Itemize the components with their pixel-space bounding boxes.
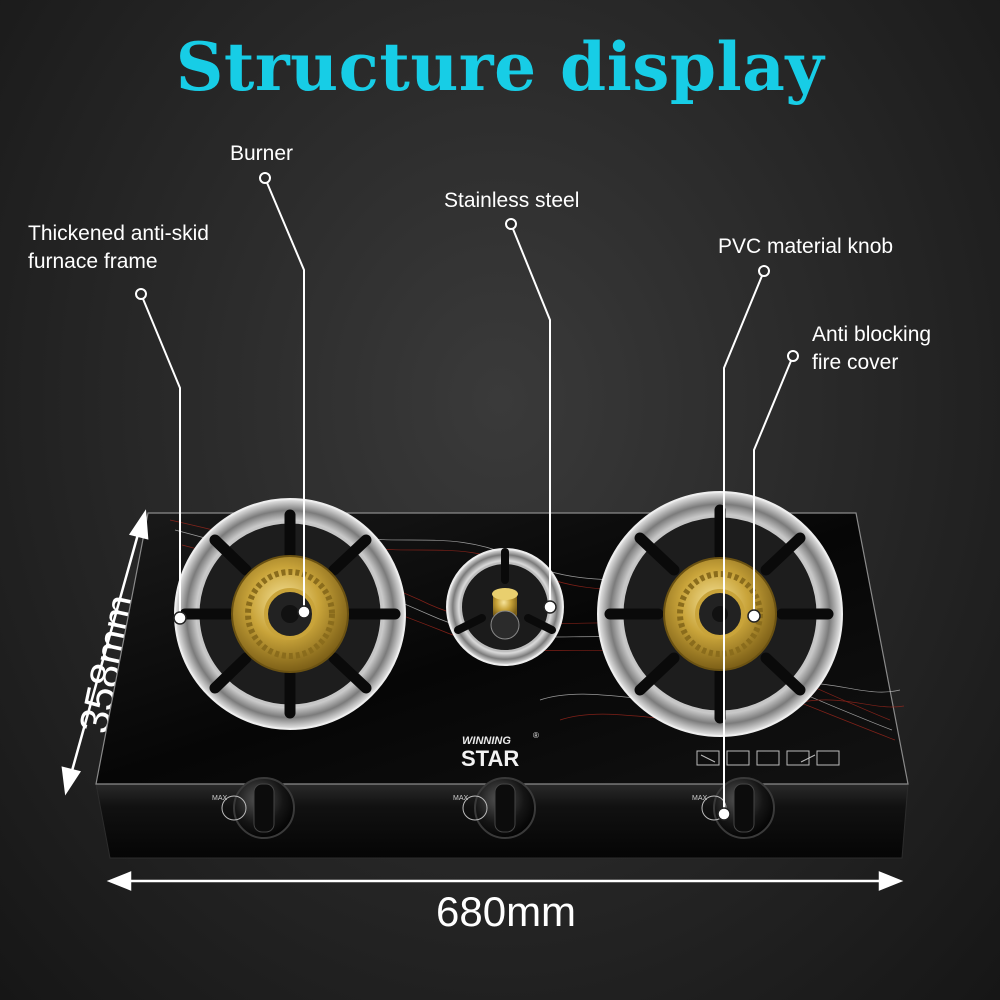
brand-logo-top: WINNING — [462, 735, 511, 747]
callout-cover-label: Anti blocking fire cover — [812, 321, 931, 377]
callout-burner-label: Burner — [230, 142, 294, 165]
callout-dot — [505, 218, 517, 230]
brand-logo-mark: ® — [533, 731, 539, 740]
dimension-arrows — [61, 509, 904, 891]
safety-icon — [756, 750, 780, 766]
callout-targets — [173, 600, 761, 821]
leader-frame — [140, 293, 181, 618]
callout-frame-line1: Thickened anti-skid — [28, 222, 209, 245]
safety-icons — [696, 750, 840, 766]
width-dimension-label: 680mm — [436, 888, 577, 935]
callout-dot — [259, 172, 271, 184]
safety-icon — [816, 750, 840, 766]
callout-dot — [758, 265, 770, 277]
leader-steel — [510, 223, 551, 607]
depth-arrow-head-top — [128, 509, 149, 540]
leader-cover — [753, 355, 794, 616]
knob-center: MAX — [453, 777, 536, 839]
callout-steel-label: Stainless steel — [444, 189, 580, 212]
callout-target-dot — [543, 600, 557, 614]
callout-cover-line1: Anti blocking — [812, 323, 932, 346]
callout-target-dot — [173, 611, 187, 625]
safety-icon — [696, 750, 720, 766]
right-burner — [597, 491, 843, 737]
knob-max-label: MAX — [453, 795, 469, 802]
callout-dot — [787, 350, 799, 362]
callout-target-dot — [717, 807, 731, 821]
width-arrow-head-right — [878, 871, 904, 891]
callout-cover-line2: fire cover — [812, 351, 899, 374]
page-title: Structure display — [175, 28, 825, 106]
knob-right: MAX — [692, 777, 775, 839]
knob-max-label: MAX — [212, 795, 228, 802]
depth-arrow-head-bottom — [61, 766, 82, 796]
callout-points — [135, 172, 799, 362]
left-burner — [174, 498, 406, 730]
knob-max-label: MAX — [692, 795, 708, 802]
brand-logo-bottom: STAR — [461, 746, 519, 771]
callout-target-dot — [297, 605, 311, 619]
leader-knob — [723, 270, 765, 814]
leader-burner — [264, 177, 305, 612]
callout-target-dot — [747, 609, 761, 623]
depth-arrow-line — [68, 526, 142, 779]
center-burner — [446, 548, 564, 666]
width-arrow-head-left — [106, 871, 132, 891]
callout-frame-line2: furnace frame — [28, 250, 158, 273]
callout-knob-label: PVC material knob — [718, 235, 894, 258]
callout-dot — [135, 288, 147, 300]
callout-frame-label: Thickened anti-skid furnace frame — [28, 220, 209, 276]
safety-icon — [726, 750, 750, 766]
knob-left: MAX — [212, 777, 295, 839]
callout-lines — [140, 177, 794, 814]
